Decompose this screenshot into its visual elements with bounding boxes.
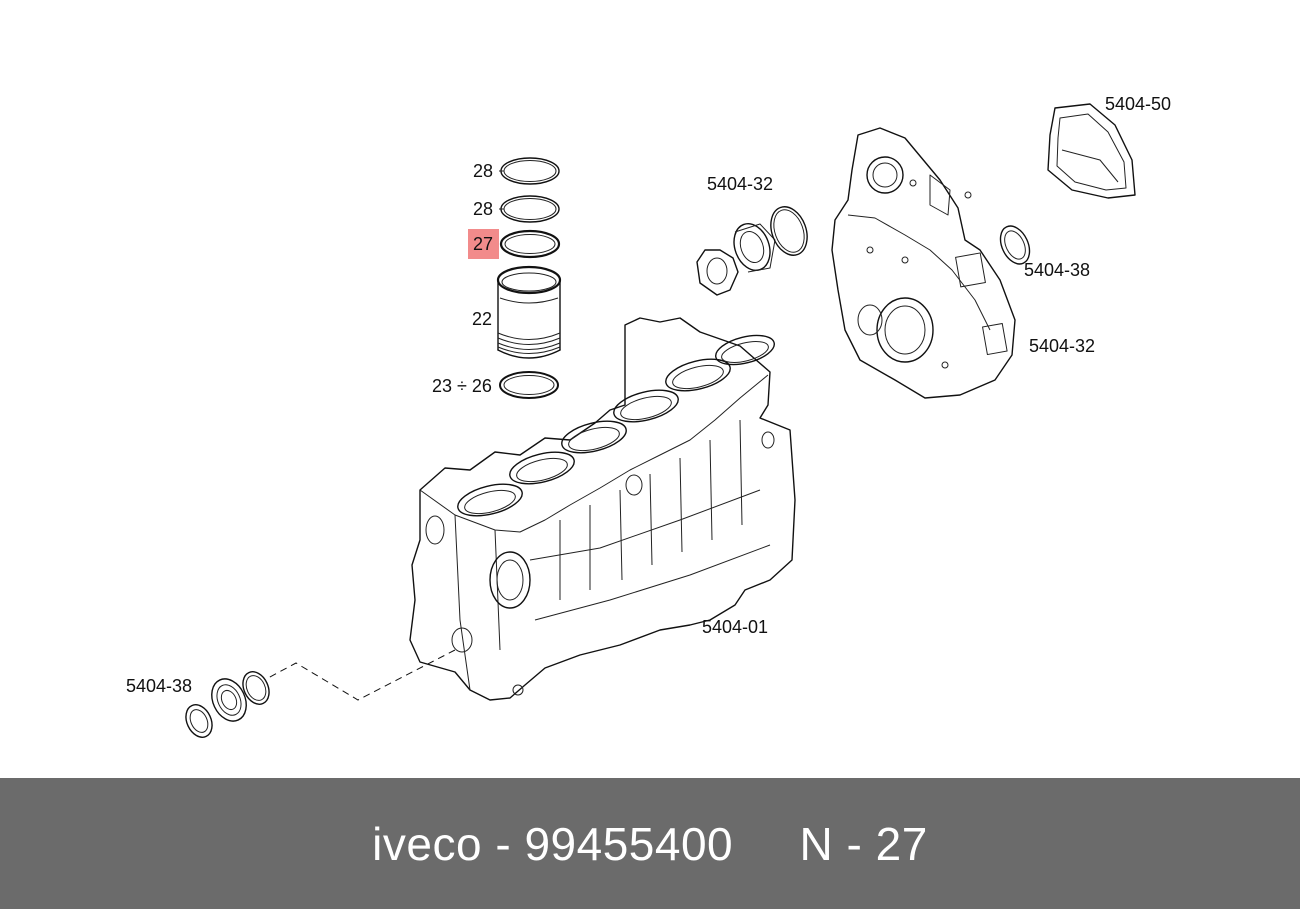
alignment-line (267, 649, 456, 701)
rear-cover-gasket[interactable] (1047, 103, 1136, 199)
label-piston[interactable]: 22 (472, 309, 492, 329)
position-number: 27 (875, 817, 928, 870)
label-ring-second[interactable]: 28 (473, 199, 493, 219)
label-flywheel-housing[interactable]: 5404-32 (1029, 336, 1095, 356)
flywheel-housing[interactable] (831, 127, 1016, 399)
footer-caption: iveco - 99455400 N - 27 (372, 817, 928, 871)
brand-name: iveco (372, 817, 483, 870)
rear-seal-right[interactable] (995, 221, 1035, 268)
label-ring-oil[interactable]: 27 (473, 234, 493, 254)
ring-top[interactable] (499, 157, 560, 185)
label-rear-seal-right[interactable]: 5404-38 (1024, 260, 1090, 280)
piston[interactable] (496, 265, 562, 359)
spacer (733, 818, 799, 870)
label-ring-top[interactable]: 28 (473, 161, 493, 181)
exploded-view-drawing: 28 28 27 22 23 ÷ 26 (126, 94, 1171, 742)
liner-seal-ring[interactable] (499, 371, 559, 399)
label-crankcase[interactable]: 5404-01 (702, 617, 768, 637)
position-prefix: N (799, 817, 834, 870)
separator: - (482, 817, 525, 870)
ring-second[interactable] (499, 195, 560, 223)
ring-oil[interactable] (499, 229, 561, 259)
crankcase[interactable] (409, 317, 796, 701)
separator-2: - (833, 817, 876, 870)
label-timing-seal[interactable]: 5404-32 (707, 174, 773, 194)
label-liner-seals[interactable]: 23 ÷ 26 (432, 376, 492, 396)
part-number: 99455400 (524, 817, 734, 870)
footer-bar: iveco - 99455400 N - 27 (0, 778, 1300, 909)
timing-seal-assembly[interactable] (696, 202, 814, 296)
parts-diagram: 28 28 27 22 23 ÷ 26 (126, 94, 1172, 742)
highlight-marker (468, 229, 499, 259)
front-seal-set[interactable] (181, 668, 274, 742)
label-front-seal[interactable]: 5404-38 (126, 676, 192, 696)
label-rear-cover-gasket[interactable]: 5404-50 (1105, 94, 1171, 114)
